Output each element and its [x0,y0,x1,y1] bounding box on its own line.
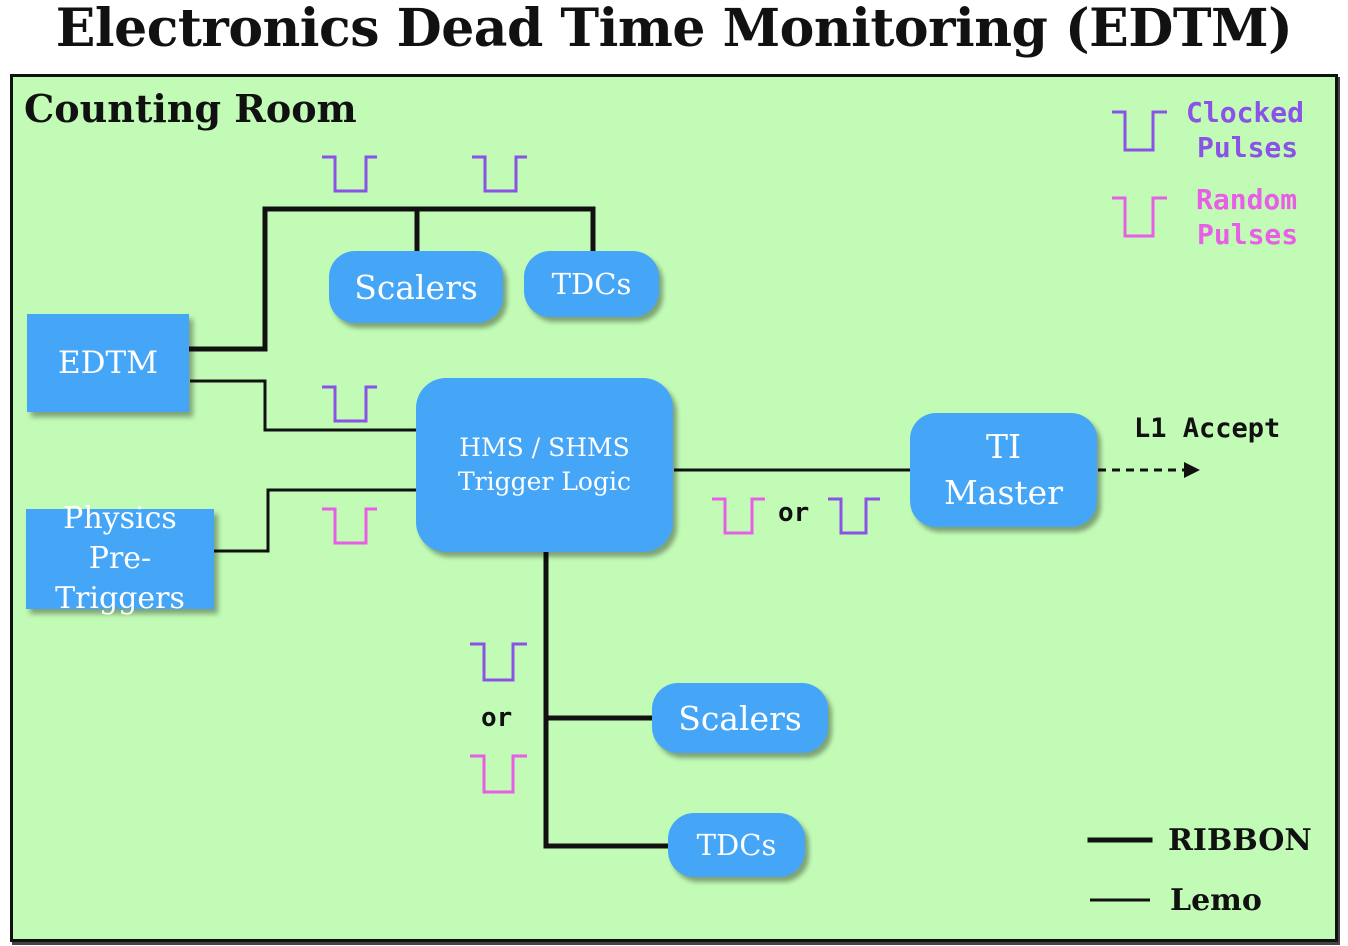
or-label-right: or [778,498,810,528]
physics-label-line2: Pre-Triggers [55,541,185,616]
trigger-logic-box: HMS / SHMS Trigger Logic [416,378,673,552]
trigger-label-line1: HMS / SHMS [459,433,630,462]
scalers-top-box: Scalers [329,251,503,323]
physics-label-line1: Physics [63,501,177,536]
tdcs-bottom-box: TDCs [668,813,805,877]
ribbon-edtm-to-top-bus [187,206,596,352]
ti-label-line1: TI [985,427,1022,466]
ti-label-line2: Master [944,473,1063,512]
trigger-label-line2: Trigger Logic [458,467,631,496]
lemo-physics-to-trigger [214,488,416,553]
tdcs-bottom-label: TDCs [696,828,777,862]
ti-master-box: TI Master [910,413,1097,527]
legend-random-line2: Pulses [1197,218,1299,251]
ribbon-trigger-to-bottom [543,550,671,849]
edtm-label: EDTM [58,345,158,381]
clocked-pulse-icon [322,385,377,423]
clocked-pulse-icon [472,155,527,193]
random-pulse-icon [470,754,527,794]
l1-accept-label: L1 Accept [1134,413,1281,444]
or-label-bottom: or [481,703,513,733]
clocked-pulse-icon [322,155,377,193]
scalers-bottom-box: Scalers [652,683,828,753]
clocked-pulse-icon [470,642,527,682]
lemo-edtm-to-trigger [190,379,416,432]
physics-pre-triggers-box: Physics Pre-Triggers [26,501,214,616]
legend-random-pulse-icon [1112,196,1167,238]
random-pulse-icon [322,507,377,545]
counting-room-label: Counting Room [24,86,357,131]
legend-clocked-line2: Pulses [1197,131,1299,164]
legend-clocked-pulse-icon [1112,110,1167,152]
clocked-pulse-icon [828,497,880,535]
tdcs-top-box: TDCs [524,251,659,317]
legend-clocked-line1: Clocked [1186,96,1305,129]
diagram-title: Electronics Dead Time Monitoring (EDTM) [55,0,1293,59]
counting-room-panel [10,74,1338,942]
edtm-box: EDTM [27,314,189,412]
legend-random-line1: Random [1196,183,1298,216]
legend-ribbon-label: RIBBON [1168,823,1312,858]
random-pulse-icon [712,497,765,535]
scalers-top-label: Scalers [354,267,478,307]
tdcs-top-label: TDCs [551,267,632,301]
l1-accept-arrowhead [1184,462,1200,478]
legend-lemo-label: Lemo [1170,883,1262,918]
scalers-bottom-label: Scalers [678,698,802,738]
